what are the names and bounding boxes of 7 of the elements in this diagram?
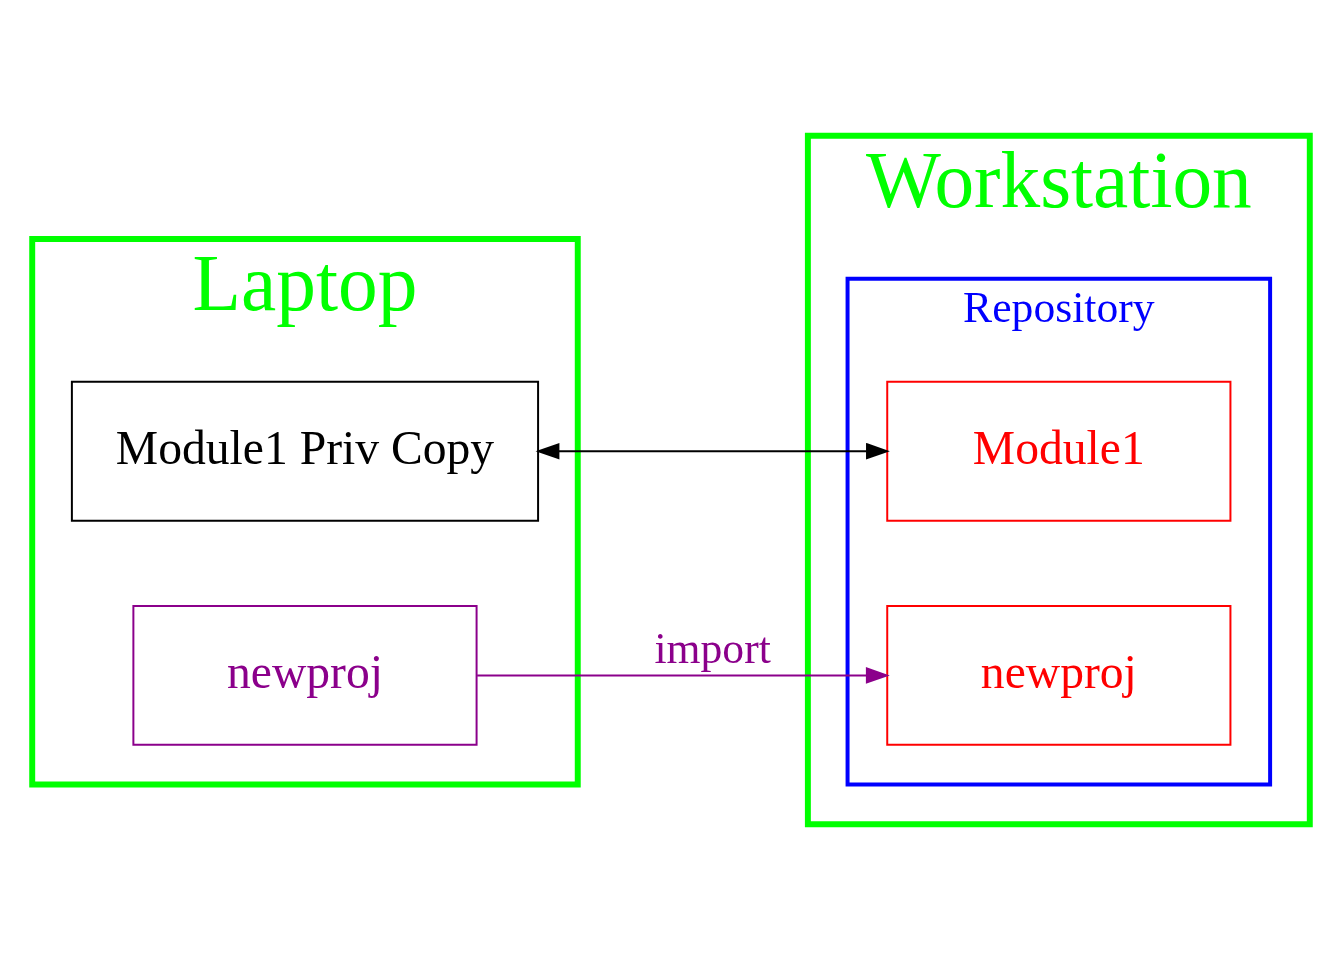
arrow bbox=[476, 666, 890, 684]
node-box: Module1 bbox=[886, 380, 1232, 522]
node-box: newproj bbox=[886, 604, 1232, 746]
arrow bbox=[535, 442, 890, 460]
node-box: newproj bbox=[132, 604, 478, 746]
edge-label: import bbox=[654, 623, 771, 672]
node-box: Module1 Priv Copy bbox=[70, 380, 540, 522]
